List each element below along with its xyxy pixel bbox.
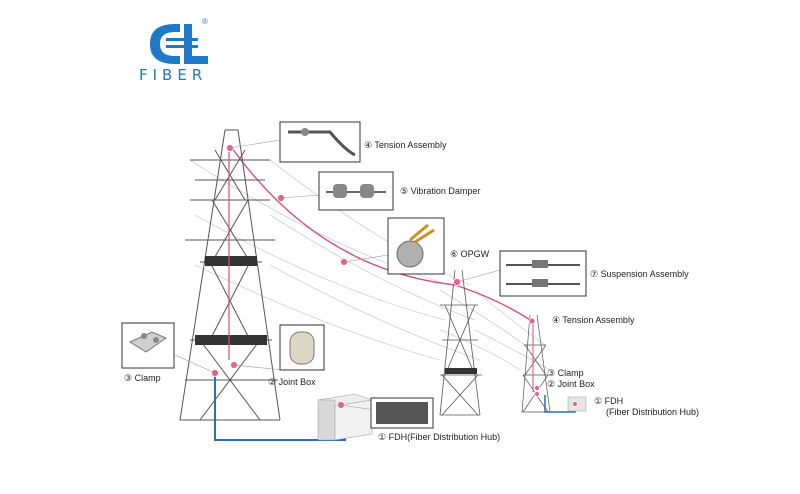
label-fdh-right-sub: (Fiber Distribution Hub) bbox=[606, 407, 700, 417]
inset-clamp bbox=[121, 322, 175, 369]
inset-suspension-assembly bbox=[499, 250, 587, 297]
registered-mark: ® bbox=[202, 17, 208, 26]
logo-text: FIBER bbox=[139, 66, 208, 84]
left-tower-lower-band bbox=[195, 335, 267, 345]
label-clamp-right: ③ Clamp bbox=[547, 368, 584, 378]
middle-tower-band bbox=[445, 368, 477, 374]
label-fdh-center: ① FDH(Fiber Distribution Hub) bbox=[378, 432, 501, 442]
right-tower bbox=[521, 314, 551, 413]
inset-fdh-interior bbox=[370, 397, 434, 429]
inset-joint-box bbox=[279, 324, 325, 371]
label-joint-box-right: ② Joint Box bbox=[547, 379, 595, 389]
fdh-cabinet-center bbox=[317, 393, 373, 441]
left-tower-crossarm-band bbox=[205, 256, 257, 266]
label-clamp-left: ③ Clamp bbox=[124, 373, 161, 383]
middle-tower bbox=[439, 269, 482, 416]
label-joint-box-left: ② Joint Box bbox=[268, 377, 316, 387]
label-tension-assembly-right: ④ Tension Assembly bbox=[552, 315, 635, 325]
label-vibration-damper: ⑤ Vibration Damper bbox=[400, 186, 481, 196]
label-fdh-right: ① FDH bbox=[594, 396, 624, 406]
label-opgw: ⑥ OPGW bbox=[450, 249, 490, 259]
inset-opgw bbox=[387, 217, 445, 275]
inset-tension-assembly bbox=[279, 121, 361, 163]
inset-vibration-damper bbox=[318, 171, 394, 211]
callout-lines bbox=[174, 139, 501, 411]
opgw-cable bbox=[231, 147, 531, 321]
cl-fiber-logo bbox=[150, 24, 208, 64]
left-tower bbox=[179, 129, 281, 421]
label-tension-assembly-top: ④ Tension Assembly bbox=[364, 140, 447, 150]
label-suspension-assembly: ⑦ Suspension Assembly bbox=[590, 269, 689, 279]
